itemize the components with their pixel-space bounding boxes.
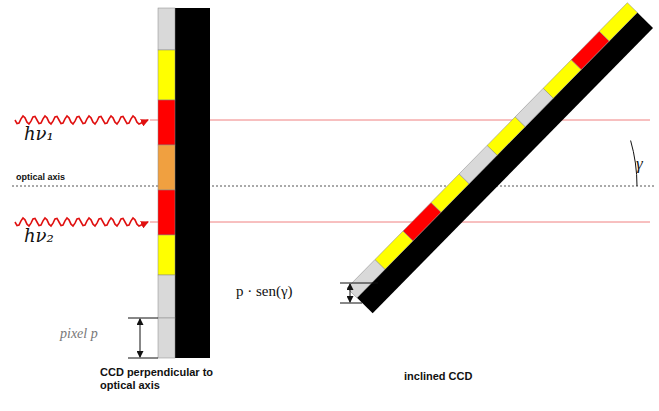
ccd-inclined [347,3,653,314]
ccd-pixel [487,117,525,155]
ccd-pixel [599,3,637,41]
photon-wave [15,116,148,124]
ccd-caption: inclined CCD [404,370,472,383]
ccd-pixel [347,260,385,298]
ccd-pixel [543,60,581,98]
dimension-label: p · sen(γ) [236,283,293,300]
photon-energy: hν₂ [24,226,54,247]
ccd-pixel [571,31,609,69]
ccd-pixel [459,145,497,183]
ccd-pixel [403,202,441,240]
ccd-pixel [375,231,413,269]
angle-label: γ [636,154,643,174]
ray-line [150,120,650,121]
ray-line [150,222,650,223]
photon-energy: hν₁ [24,124,54,145]
axis-label: optical axis [16,172,65,182]
ccd-pixel [515,88,553,126]
photon-waves [15,116,148,226]
optical-axis [12,186,655,187]
pixel-dimension [128,318,158,358]
ccd-caption: CCD perpendicular to optical axis [100,366,250,391]
ccd-pixel [431,174,469,212]
photon-wave [15,218,148,226]
ccd-perpendicular [158,8,210,358]
pixel-label: pixel p [60,326,98,342]
projection-dimension [340,283,378,303]
